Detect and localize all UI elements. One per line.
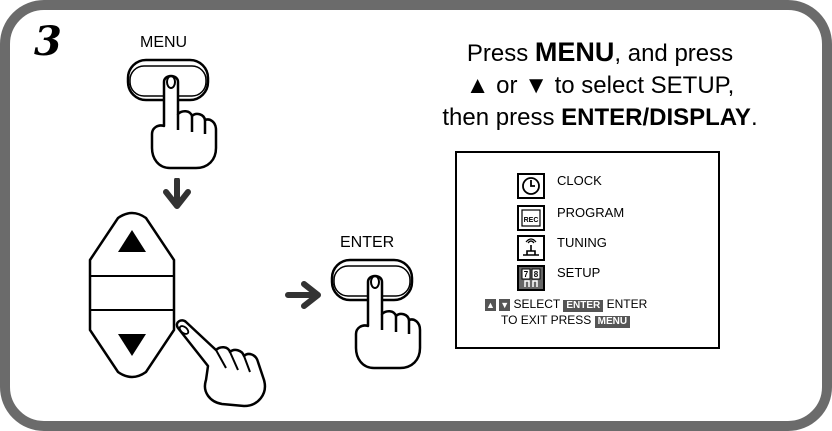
instruction-line-3: then press ENTER/DISPLAY. [380,102,820,134]
clock-icon [517,173,545,199]
svg-text:8: 8 [534,270,539,279]
antenna-icon [517,235,545,261]
up-down-rocker [82,210,182,380]
enter-press-illustration [322,252,432,372]
setup-icon: 7 8 [517,265,545,291]
instruction-text: Press MENU, and press ▲ or ▼ to select S… [380,36,820,134]
pointing-hand-icon [172,318,272,410]
osd-help-select: ▲ ▼ SELECT ENTER ENTER [485,297,647,312]
svg-text:7: 7 [524,270,529,279]
up-key-icon: ▲ [485,299,496,311]
enter-button-label: ENTER [340,234,394,252]
step-number: 3 [34,18,62,65]
menu-press-illustration [118,52,228,172]
down-key-icon: ▼ [499,299,510,311]
osd-menu-screen: CLOCK REC PROGRAM TUNING 7 8 [455,151,720,349]
arrow-right-icon [284,280,324,310]
svg-text:REC: REC [524,217,539,224]
osd-help-exit: TO EXIT PRESS MENU [501,313,630,328]
menu-button-label: MENU [140,34,187,52]
rec-icon: REC [517,205,545,231]
arrow-down-icon [162,178,192,212]
enter-key-badge: ENTER [563,300,603,312]
menu-key-badge: MENU [595,316,630,328]
instruction-line-1: Press MENU, and press [380,36,820,70]
instruction-line-2: ▲ or ▼ to select SETUP, [380,70,820,102]
